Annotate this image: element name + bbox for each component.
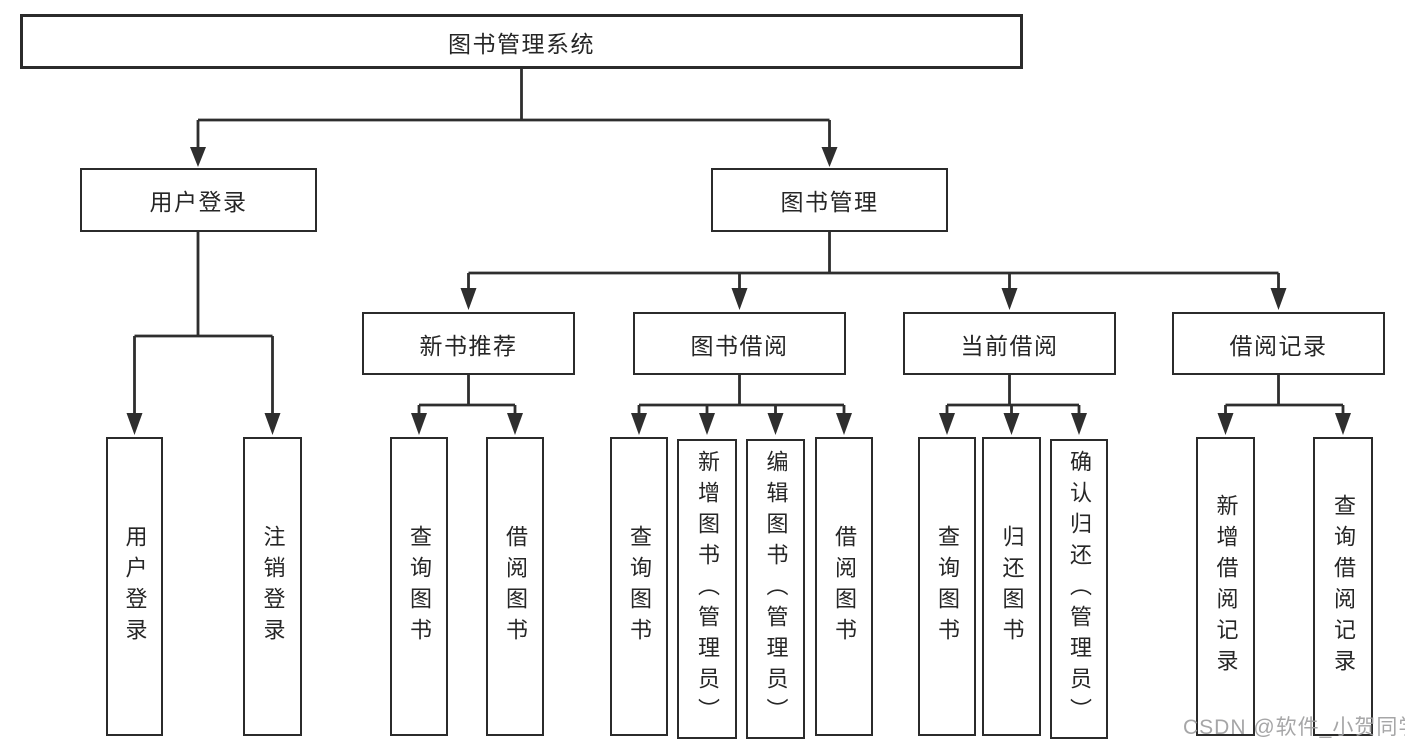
leaf-user-login: 用户登录	[106, 437, 163, 736]
leaf-nb-borrow-book: 借阅图书	[486, 437, 544, 736]
arrow-down-icon	[507, 413, 523, 435]
leaf-cb-return-book: 归还图书	[982, 437, 1041, 736]
node-book-borrow-label: 图书借阅	[690, 332, 789, 359]
leaf-bb-edit-book: 编辑图书（管理员）	[746, 439, 805, 739]
leaf-bb-borrow-book: 借阅图书	[815, 437, 873, 736]
leaf-cb-confirm-return-label: 确认归还（管理员）	[1067, 449, 1092, 729]
node-current-borrow-label: 当前借阅	[960, 332, 1059, 359]
csdn-watermark: CSDN @软件_小贺同学	[1183, 716, 1405, 739]
leaf-br-query-record: 查询借阅记录	[1313, 437, 1373, 736]
connector-root-to-level2	[190, 69, 838, 167]
arrow-down-icon	[731, 288, 748, 310]
arrow-down-icon	[767, 413, 784, 435]
arrow-down-icon	[631, 413, 647, 435]
leaf-user-login-label: 用户登录	[122, 524, 148, 649]
node-current-borrow: 当前借阅	[903, 312, 1116, 375]
arrow-down-icon	[1003, 413, 1020, 435]
leaf-logout: 注销登录	[243, 437, 302, 736]
node-new-book-rec: 新书推荐	[362, 312, 575, 375]
arrow-down-icon	[939, 413, 955, 435]
leaf-logout-label: 注销登录	[260, 524, 286, 649]
leaf-bb-query-book: 查询图书	[610, 437, 668, 736]
arrow-down-icon	[699, 413, 715, 435]
connector-new-book-to-leaves	[411, 375, 523, 435]
leaf-cb-return-book-label: 归还图书	[999, 524, 1025, 649]
node-user-login-label: 用户登录	[149, 189, 248, 215]
node-new-book-rec-label: 新书推荐	[419, 332, 518, 359]
arrow-down-icon	[126, 413, 143, 435]
connector-book-mgmt-to-level3	[460, 232, 1287, 310]
node-book-mgmt: 图书管理	[711, 168, 948, 232]
node-book-borrow: 图书借阅	[633, 312, 846, 375]
connector-borrow-record-to-leaves	[1217, 375, 1351, 435]
connector-user-login-to-leaves	[126, 232, 281, 435]
node-borrow-record-label: 借阅记录	[1229, 332, 1328, 359]
leaf-cb-query-book: 查询图书	[918, 437, 976, 736]
node-root-label: 图书管理系统	[448, 30, 595, 57]
leaf-br-query-record-label: 查询借阅记录	[1331, 493, 1356, 680]
arrow-down-icon	[460, 288, 477, 310]
leaf-bb-add-book-label: 新增图书（管理员）	[695, 449, 720, 729]
leaf-br-add-record: 新增借阅记录	[1196, 437, 1255, 736]
connector-book-borrow-to-leaves	[631, 375, 852, 435]
arrow-down-icon	[1071, 413, 1087, 435]
arrow-down-icon	[411, 413, 427, 435]
leaf-bb-add-book: 新增图书（管理员）	[677, 439, 737, 739]
leaf-bb-query-book-label: 查询图书	[627, 524, 652, 649]
leaf-bb-edit-book-label: 编辑图书（管理员）	[763, 449, 789, 729]
node-borrow-record: 借阅记录	[1172, 312, 1385, 375]
arrow-down-icon	[1001, 288, 1018, 310]
leaf-cb-confirm-return: 确认归还（管理员）	[1050, 439, 1108, 739]
node-root: 图书管理系统	[20, 14, 1023, 69]
leaf-br-add-record-label: 新增借阅记录	[1213, 493, 1239, 680]
leaf-bb-borrow-book-label: 借阅图书	[832, 524, 857, 649]
node-user-login: 用户登录	[80, 168, 317, 232]
leaf-cb-query-book-label: 查询图书	[935, 524, 960, 649]
arrow-down-icon	[1217, 413, 1234, 435]
arrow-down-icon	[1270, 288, 1287, 310]
arrow-down-icon	[190, 147, 206, 167]
leaf-nb-query-book: 查询图书	[390, 437, 448, 736]
arrow-down-icon	[821, 147, 838, 167]
leaf-nb-query-book-label: 查询图书	[407, 524, 432, 649]
arrow-down-icon	[264, 413, 281, 435]
connector-current-borrow-to-leaves	[939, 375, 1087, 435]
leaf-nb-borrow-book-label: 借阅图书	[503, 524, 528, 649]
arrow-down-icon	[836, 413, 852, 435]
arrow-down-icon	[1335, 413, 1351, 435]
node-book-mgmt-label: 图书管理	[780, 189, 879, 215]
